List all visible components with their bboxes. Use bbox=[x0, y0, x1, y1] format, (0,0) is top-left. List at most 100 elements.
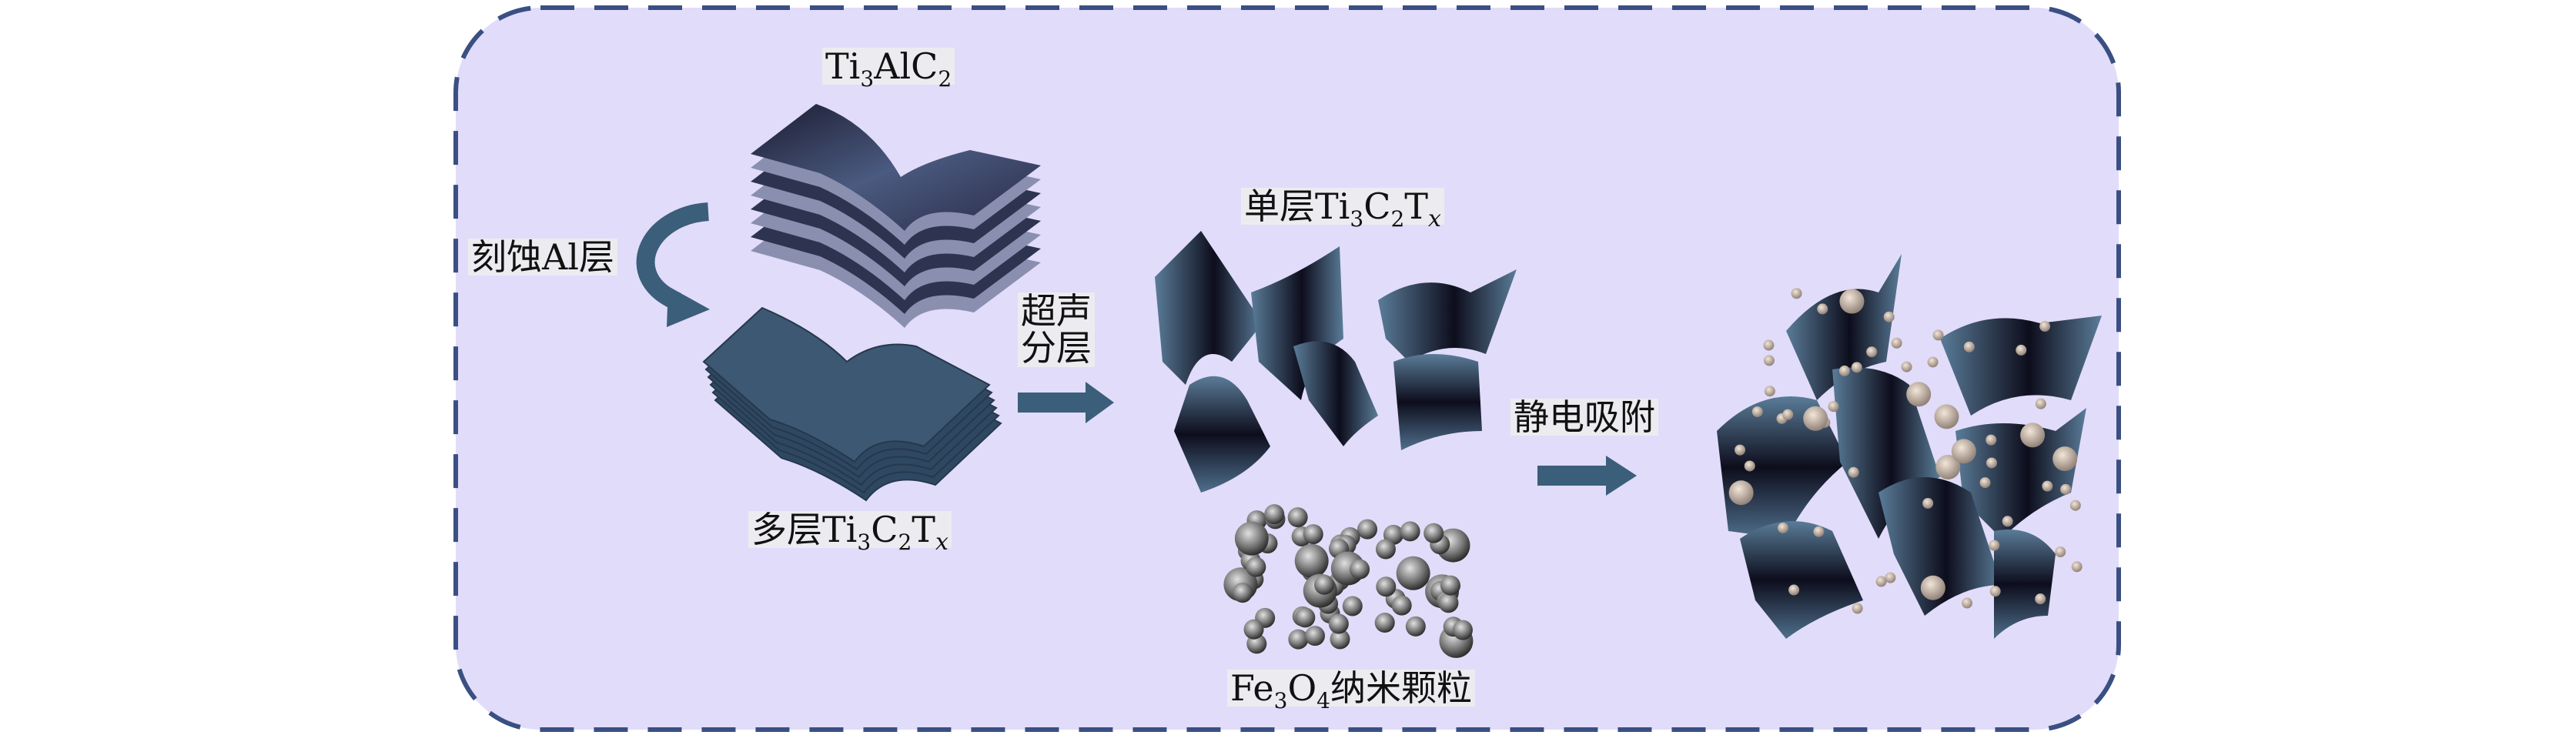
monolayer-ti3c2tx-sheets bbox=[1155, 231, 1517, 493]
nanoparticle bbox=[1294, 543, 1329, 578]
nanoparticle bbox=[1305, 626, 1326, 646]
label-part: O bbox=[1287, 667, 1317, 709]
nanoparticle bbox=[1405, 616, 1426, 636]
label-part: Ti bbox=[825, 45, 861, 87]
adsorbed-nanoparticle bbox=[2052, 446, 2078, 472]
ti3alc2-label: Ti3AlC2 bbox=[822, 45, 955, 90]
nanoparticle bbox=[1303, 524, 1323, 545]
nanoparticle bbox=[1438, 593, 1459, 613]
subscript: 3 bbox=[860, 66, 875, 92]
nanoparticle bbox=[1314, 574, 1335, 595]
fe3o4-nanoparticles-label: Fe3O4纳米颗粒 bbox=[1227, 667, 1475, 712]
adsorbed-nanoparticle bbox=[1728, 480, 1754, 506]
adsorbed-nanoparticle bbox=[1891, 337, 1902, 349]
adsorbed-nanoparticle bbox=[2069, 499, 2081, 511]
nanoparticle bbox=[1287, 507, 1308, 528]
adsorbed-nanoparticle bbox=[2042, 480, 2053, 492]
multilayer-ti3c2tx-illustration bbox=[702, 306, 1002, 502]
adsorbed-nanoparticle bbox=[1838, 365, 1850, 376]
adsorbed-nanoparticle bbox=[1764, 386, 1775, 397]
nanoparticle bbox=[1243, 619, 1264, 640]
adsorbed-nanoparticle bbox=[1883, 311, 1895, 322]
multilayer-sheet bbox=[702, 306, 991, 463]
adsorbed-nanoparticle bbox=[1817, 303, 1828, 315]
adsorbed-nanoparticle bbox=[1875, 576, 1887, 587]
adsorbed-nanoparticle bbox=[1927, 356, 1939, 368]
subscript: x bbox=[1427, 205, 1441, 232]
subscript: 3 bbox=[857, 530, 871, 555]
adsorbed-nanoparticle bbox=[1986, 434, 1997, 446]
label-part: 纳米颗粒 bbox=[1330, 667, 1472, 709]
adsorbed-nanoparticle bbox=[1751, 406, 1763, 417]
adsorbed-nanoparticle bbox=[1979, 477, 1991, 489]
nanoparticle bbox=[1232, 583, 1253, 603]
adsorbed-nanoparticle bbox=[1788, 584, 1800, 596]
ti3alc2-stack-illustration bbox=[751, 104, 1041, 328]
stack-layer bbox=[751, 104, 1041, 231]
multilayer-ti3c2tx-label: 多层Ti3C2Tx bbox=[748, 509, 952, 554]
label-line: 分层 bbox=[1021, 327, 1092, 369]
curved-arrow-icon bbox=[636, 202, 710, 327]
adsorbed-nanoparticle bbox=[1885, 572, 1896, 583]
subscript: 2 bbox=[938, 66, 952, 92]
nanoparticle bbox=[1328, 613, 1349, 634]
subscript: 3 bbox=[1350, 206, 1364, 232]
adsorbed-nanoparticle bbox=[1848, 466, 1859, 478]
nanoparticle bbox=[1396, 556, 1430, 590]
adsorbed-nanoparticle bbox=[1989, 540, 2000, 551]
subscript: 3 bbox=[1273, 688, 1288, 713]
label-part: C bbox=[1363, 185, 1391, 227]
subscript: x bbox=[935, 529, 948, 556]
composite-illustration bbox=[1717, 254, 2102, 639]
nanoparticle bbox=[1357, 519, 1378, 540]
adsorbed-nanoparticle bbox=[1782, 409, 1794, 420]
nanoparticle bbox=[1288, 629, 1309, 650]
adsorbed-nanoparticle bbox=[2016, 344, 2027, 356]
nanoparticle bbox=[1374, 613, 1395, 633]
right-arrow-icon bbox=[1018, 382, 1114, 423]
adsorbed-nanoparticle bbox=[2002, 516, 2013, 527]
adsorbed-nanoparticle bbox=[1906, 382, 1932, 407]
adsorbed-nanoparticle bbox=[1866, 346, 1878, 358]
adsorbed-nanoparticle bbox=[1803, 406, 1828, 431]
nanoparticle bbox=[1234, 521, 1269, 556]
nanoparticle bbox=[1264, 504, 1285, 525]
nanoparticle bbox=[1400, 521, 1420, 542]
adsorbed-nanoparticle bbox=[1735, 444, 1746, 456]
etch-al-layer-label: 刻蚀Al层 bbox=[468, 239, 617, 276]
adsorbed-nanoparticle bbox=[1962, 597, 1973, 609]
nanoparticle bbox=[1342, 596, 1363, 616]
adsorbed-nanoparticle bbox=[1935, 454, 1961, 479]
monolayer-ti3c2tx-label: 单层Ti3C2Tx bbox=[1241, 185, 1444, 231]
adsorbed-nanoparticle bbox=[1763, 339, 1775, 351]
nanoparticle bbox=[1246, 556, 1266, 577]
subscript: 2 bbox=[1390, 206, 1405, 232]
ultrasonic-delamination-label: 超声 分层 bbox=[1018, 292, 1095, 367]
adsorbed-nanoparticle bbox=[1986, 457, 1997, 469]
label-part: AlC bbox=[874, 45, 938, 87]
adsorbed-nanoparticle bbox=[1763, 355, 1775, 366]
adsorbed-nanoparticle bbox=[1934, 404, 1959, 429]
nanoparticle bbox=[1423, 523, 1444, 543]
electrostatic-adsorption-label: 静电吸附 bbox=[1510, 399, 1658, 436]
adsorbed-nanoparticle bbox=[1839, 289, 1865, 314]
label-part: T bbox=[1404, 185, 1428, 227]
nanoparticle bbox=[1452, 620, 1473, 640]
label-part: Fe bbox=[1230, 667, 1274, 709]
nanoparticle bbox=[1330, 629, 1350, 650]
adsorbed-nanoparticle bbox=[2035, 398, 2046, 409]
label-part: T bbox=[912, 509, 935, 550]
adsorbed-nanoparticle bbox=[1828, 401, 1839, 413]
right-arrow-icon bbox=[1537, 456, 1637, 496]
adsorbed-nanoparticle bbox=[1920, 575, 1945, 600]
adsorbed-nanoparticle bbox=[1744, 460, 1755, 472]
label-part: 多层Ti bbox=[751, 509, 858, 550]
adsorbed-nanoparticle bbox=[2020, 423, 2046, 448]
label-part: C bbox=[871, 509, 898, 550]
nanoparticle bbox=[1440, 575, 1461, 596]
nanoparticle bbox=[1376, 576, 1397, 597]
label-part: 单层Ti bbox=[1244, 185, 1350, 227]
nanoparticle bbox=[1391, 595, 1412, 616]
adsorbed-nanoparticle bbox=[1922, 497, 1934, 509]
